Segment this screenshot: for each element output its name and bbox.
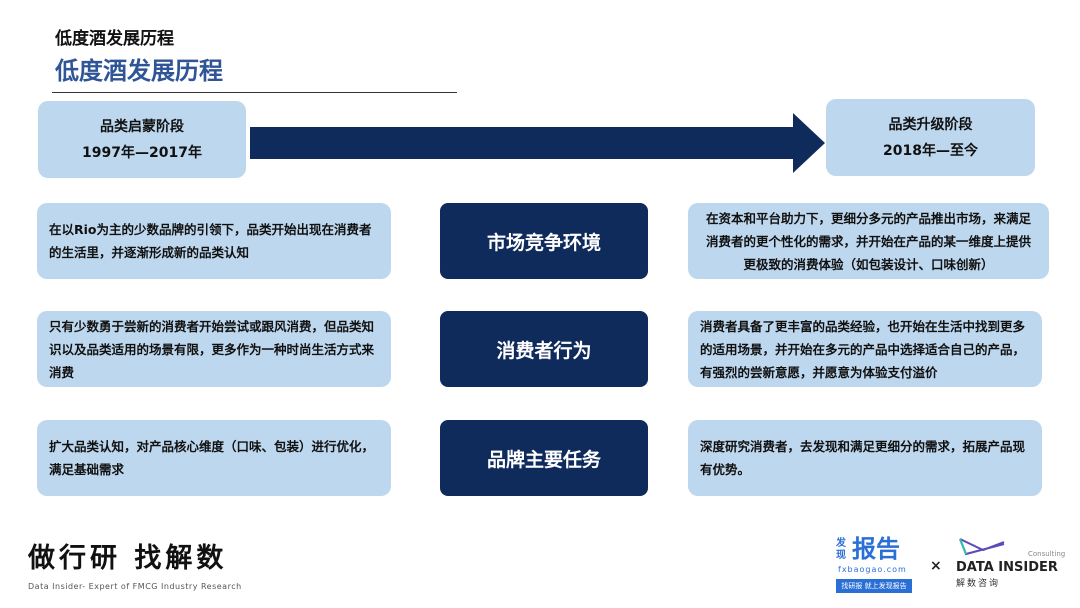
- phase-period: 2018年—至今: [883, 142, 978, 159]
- row-3-left: 扩大品类认知，对产品核心维度（口味、包装）进行优化，满足基础需求: [37, 420, 391, 496]
- phase-name: 品类启蒙阶段: [100, 118, 184, 135]
- row-3-right: 深度研究消费者，去发现和满足更细分的需求，拓展产品现有优势。: [688, 420, 1042, 496]
- row-1-right: 在资本和平台助力下，更细分多元的产品推出市场，来满足消费者的更个性化的需求，并开…: [688, 203, 1049, 279]
- row-2-left: 只有少数勇于尝新的消费者开始尝试或跟风消费，但品类知识以及品类适用的场景有限，更…: [37, 311, 391, 387]
- phase-period: 1997年—2017年: [82, 144, 202, 161]
- slogan: 做行研 找解数: [28, 543, 228, 574]
- timeline-arrow: [250, 127, 795, 159]
- phase-2-box: 品类升级阶段 2018年—至今: [826, 99, 1035, 176]
- phase-name: 品类升级阶段: [888, 116, 973, 133]
- title-divider: [52, 92, 457, 93]
- row-1-label: 市场竞争环境: [440, 203, 648, 279]
- page-title: 低度酒发展历程: [55, 57, 223, 85]
- slogan-subtitle: Data Insider- Expert of FMCG Industry Re…: [28, 582, 242, 591]
- row-2-label: 消费者行为: [440, 311, 648, 387]
- fxbaogao-logo: 发现 报告 fxbaogao.com 找研报 就上发现报告: [836, 536, 916, 598]
- arrow-head-icon: [793, 113, 825, 173]
- row-3-label: 品牌主要任务: [440, 420, 648, 496]
- row-2-right: 消费者具备了更丰富的品类经验，也开始在生活中找到更多的适用场景，并开始在多元的产…: [688, 311, 1042, 387]
- data-insider-mark-icon: [959, 538, 1005, 556]
- data-insider-logo: Consulting DATA INSIDER 解数咨询: [956, 536, 1076, 602]
- page-subtitle: 低度酒发展历程: [55, 29, 174, 49]
- times-icon: ×: [930, 558, 942, 574]
- row-1-left: 在以Rio为主的少数品牌的引领下，品类开始出现在消费者的生活里，并逐渐形成新的品…: [37, 203, 391, 279]
- phase-1-box: 品类启蒙阶段 1997年—2017年: [38, 101, 246, 178]
